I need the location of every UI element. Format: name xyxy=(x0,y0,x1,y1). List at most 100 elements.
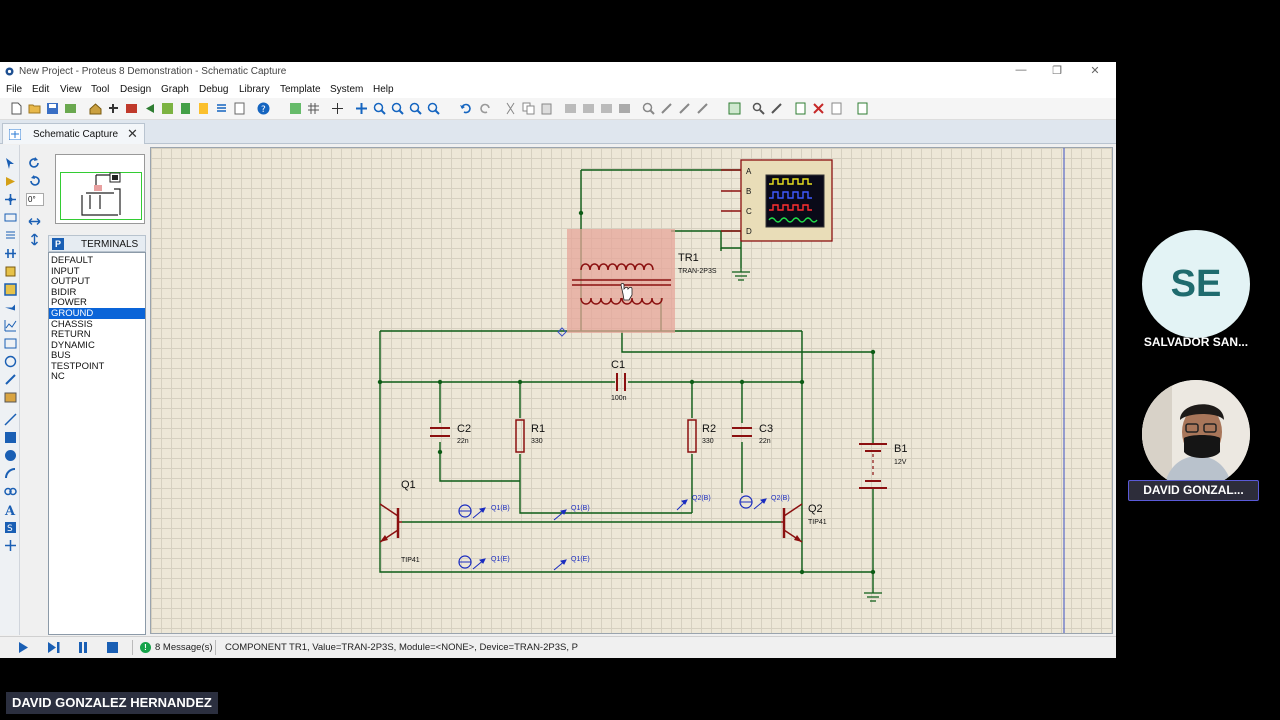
terminal-item-testpoint[interactable]: TESTPOINT xyxy=(51,361,105,372)
bom-icon[interactable] xyxy=(179,102,192,115)
b1-battery[interactable]: B1 12V xyxy=(859,443,907,489)
rotation-angle-field[interactable]: 0° xyxy=(26,193,44,206)
grid-icon[interactable] xyxy=(307,102,320,115)
terminal-item-bidir[interactable]: BIDIR xyxy=(51,287,77,298)
help-icon[interactable]: ? xyxy=(257,102,270,115)
terminal-item-chassis[interactable]: CHASSIS xyxy=(51,319,93,330)
open-folder-icon[interactable] xyxy=(28,102,41,115)
selection-mode-icon[interactable] xyxy=(4,157,17,170)
redo-icon[interactable] xyxy=(479,102,492,115)
zoom-all-icon[interactable] xyxy=(409,102,422,115)
tape-recorder-mode-icon[interactable] xyxy=(4,337,17,350)
document-icon[interactable] xyxy=(233,102,246,115)
graph-mode-icon[interactable] xyxy=(4,319,17,332)
menu-design[interactable]: Design xyxy=(120,84,152,95)
overview-viewport[interactable] xyxy=(60,172,142,220)
subcircuit-mode-icon[interactable] xyxy=(4,265,17,278)
path-tool-icon[interactable] xyxy=(4,485,17,498)
property-assign-icon[interactable] xyxy=(770,102,783,115)
pick-device-icon[interactable] xyxy=(642,102,655,115)
symbol-tool-icon[interactable]: S xyxy=(4,521,17,534)
oscilloscope[interactable]: A B C D xyxy=(721,159,833,242)
block-delete-icon[interactable] xyxy=(618,102,631,115)
origin-icon[interactable] xyxy=(331,102,344,115)
pause-icon[interactable] xyxy=(78,642,88,653)
menu-library[interactable]: Library xyxy=(239,84,270,95)
refresh-icon[interactable] xyxy=(289,102,302,115)
schematic-drawing[interactable]: TR1 TRAN-2P3S A B C D xyxy=(151,148,1113,634)
buses-mode-icon[interactable] xyxy=(4,247,17,260)
block-rotate-icon[interactable] xyxy=(600,102,613,115)
pick-button[interactable]: P xyxy=(52,238,64,250)
terminal-item-output[interactable]: OUTPUT xyxy=(51,276,91,287)
home-icon[interactable] xyxy=(89,102,102,115)
block-copy-icon[interactable] xyxy=(564,102,577,115)
menu-template[interactable]: Template xyxy=(280,84,321,95)
new-file-icon[interactable] xyxy=(10,102,23,115)
q2-transistor[interactable]: Q2 TIP41 xyxy=(781,503,827,543)
voltage-probe-q1b-2[interactable]: Q1(B) xyxy=(553,505,590,521)
remove-sheet-icon[interactable] xyxy=(812,102,825,115)
new-sheet-icon[interactable] xyxy=(794,102,807,115)
mirror-x-icon[interactable] xyxy=(28,215,41,228)
terminal-item-bus[interactable]: BUS xyxy=(51,350,71,361)
paste-icon[interactable] xyxy=(540,102,553,115)
schematic-canvas[interactable]: TR1 TRAN-2P3S A B C D xyxy=(150,147,1113,634)
menu-system[interactable]: System xyxy=(330,84,364,95)
import-icon[interactable] xyxy=(64,102,77,115)
zoom-out-icon[interactable] xyxy=(391,102,404,115)
decompose-icon[interactable] xyxy=(696,102,709,115)
junction-mode-icon[interactable] xyxy=(4,193,17,206)
mirror-y-icon[interactable] xyxy=(28,233,41,246)
terminal-item-input[interactable]: INPUT xyxy=(51,266,80,277)
cut-icon[interactable] xyxy=(504,102,517,115)
step-icon[interactable] xyxy=(48,642,60,653)
arc-tool-icon[interactable] xyxy=(4,467,17,480)
box-tool-icon[interactable] xyxy=(4,431,17,444)
r1-resistor[interactable]: R1 330 xyxy=(515,419,545,453)
rotate-clockwise-icon[interactable] xyxy=(28,157,41,170)
current-probe-q1b-1[interactable]: Q1(B) xyxy=(458,504,510,519)
line-tool-icon[interactable] xyxy=(4,413,17,426)
menu-graph[interactable]: Graph xyxy=(161,84,189,95)
circle-tool-icon[interactable] xyxy=(4,449,17,462)
menu-view[interactable]: View xyxy=(60,84,82,95)
menu-file[interactable]: File xyxy=(6,84,23,95)
block-move-icon[interactable] xyxy=(582,102,595,115)
minimize-button[interactable]: — xyxy=(1015,64,1027,76)
current-probe-q2b-2[interactable]: Q2(B) xyxy=(739,495,790,510)
r2-resistor[interactable]: R2 330 xyxy=(687,419,716,453)
text-tool-icon[interactable]: A xyxy=(4,503,17,516)
copy-icon[interactable] xyxy=(522,102,535,115)
report-icon[interactable] xyxy=(197,102,210,115)
voltage-probe-q2b-1[interactable]: Q2(B) xyxy=(676,495,711,511)
pan-icon[interactable] xyxy=(355,102,368,115)
gerber-icon[interactable] xyxy=(161,102,174,115)
zoom-in-icon[interactable] xyxy=(373,102,386,115)
device-pins-mode-icon[interactable] xyxy=(4,301,17,314)
c3-capacitor[interactable]: C3 22n xyxy=(732,423,773,445)
menu-edit[interactable]: Edit xyxy=(32,84,50,95)
zoom-area-icon[interactable] xyxy=(427,102,440,115)
back-icon[interactable] xyxy=(143,102,156,115)
terminal-item-return[interactable]: RETURN xyxy=(51,329,91,340)
marker-tool-icon[interactable] xyxy=(4,539,17,552)
text-script-mode-icon[interactable] xyxy=(4,229,17,242)
menu-help[interactable]: Help xyxy=(373,84,394,95)
close-button[interactable]: ✕ xyxy=(1090,65,1100,77)
packaging-icon[interactable] xyxy=(678,102,691,115)
tab-close-icon[interactable]: ✕ xyxy=(127,126,138,141)
terminal-item-dynamic[interactable]: DYNAMIC xyxy=(51,340,95,351)
c2-capacitor[interactable]: C2 22n xyxy=(430,423,471,445)
messages-count[interactable]: 8 Message(s) xyxy=(155,642,213,653)
wire-autorouter-icon[interactable] xyxy=(728,102,741,115)
restore-button[interactable]: ❐ xyxy=(1052,65,1062,77)
terminal-item-power[interactable]: POWER xyxy=(51,297,87,308)
tr1-transformer[interactable]: TR1 TRAN-2P3S xyxy=(567,229,717,333)
q1-transistor[interactable]: Q1 TIP41 xyxy=(379,479,420,564)
make-device-icon[interactable] xyxy=(660,102,673,115)
menu-debug[interactable]: Debug xyxy=(199,84,229,95)
rotate-anticlockwise-icon[interactable] xyxy=(28,175,41,188)
play-icon[interactable] xyxy=(18,642,28,653)
c1-capacitor[interactable]: C1 100n xyxy=(611,359,627,402)
